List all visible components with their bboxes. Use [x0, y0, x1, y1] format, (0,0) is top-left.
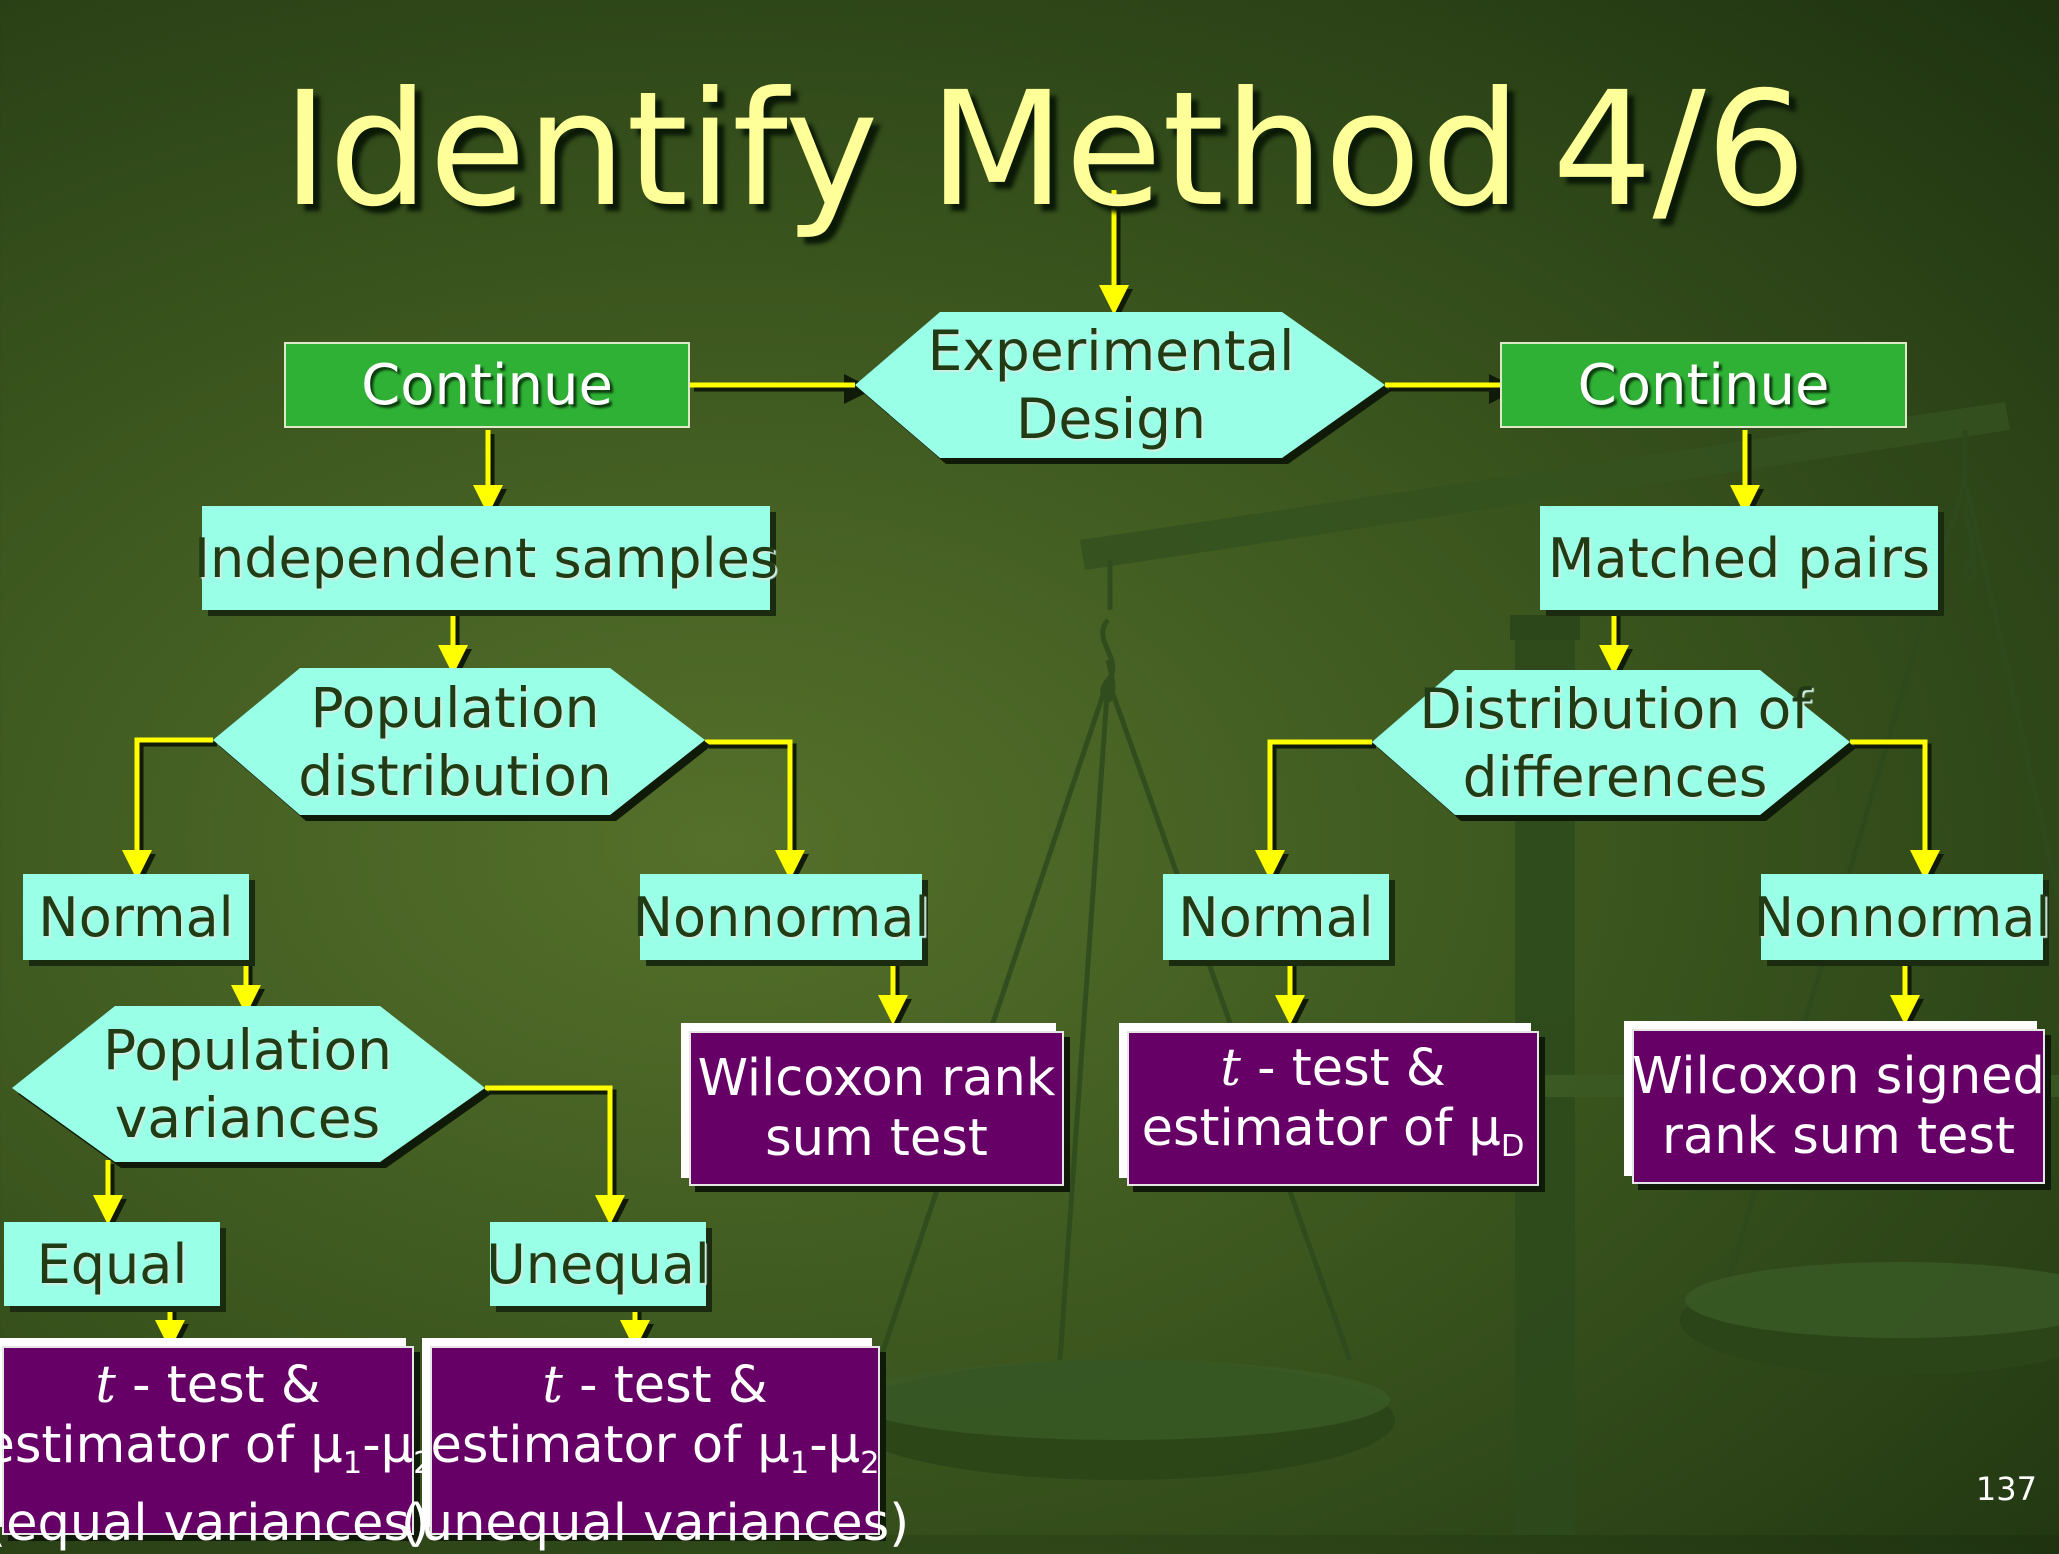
t-test-unequal-variances-result: t - test & estimator of μ1-μ2 (unequal v… — [401, 1346, 909, 1553]
t-test-matched-pairs-result: t - test & estimator of μD — [1127, 1031, 1539, 1186]
normal-right-box: Normal — [1163, 874, 1389, 960]
population-variances-hexagon — [12, 1006, 485, 1162]
population-variances-label: Population variances — [103, 1018, 392, 1150]
independent-samples-box: Independent samples — [194, 506, 778, 610]
nonnormal-left-box: Nonnormal — [633, 874, 929, 960]
unequal-box: Unequal — [486, 1222, 710, 1306]
continue-left-box: Continue — [284, 342, 690, 428]
population-distribution-label: Population distribution — [298, 675, 612, 808]
wilcoxon-rank-sum-result: Wilcoxon rank sum test — [689, 1031, 1064, 1186]
slide-title: Identify Method — [282, 58, 1522, 242]
matched-pairs-box: Matched pairs — [1540, 506, 1938, 610]
experimental-design-label: Experimental Design — [927, 319, 1295, 451]
equal-box: Equal — [4, 1222, 220, 1306]
slide-title-fraction: 4/6 — [1552, 58, 1807, 242]
distribution-of-differences-label: Distribution of differences — [1419, 676, 1811, 809]
continue-right-box: Continue — [1500, 342, 1907, 428]
wilcoxon-signed-rank-result: Wilcoxon signed rank sum test — [1632, 1029, 2045, 1184]
experimental-design-hexagon — [855, 312, 1385, 458]
page-number: 137 — [1975, 1470, 2037, 1508]
nonnormal-right-box: Nonnormal — [1754, 874, 2050, 960]
t-test-equal-variances-result: t - test & estimator of μ1-μ2 (equal var… — [0, 1346, 433, 1553]
distribution-of-differences-hexagon — [1372, 670, 1850, 815]
normal-left-box: Normal — [23, 874, 249, 960]
population-distribution-hexagon — [213, 668, 705, 815]
